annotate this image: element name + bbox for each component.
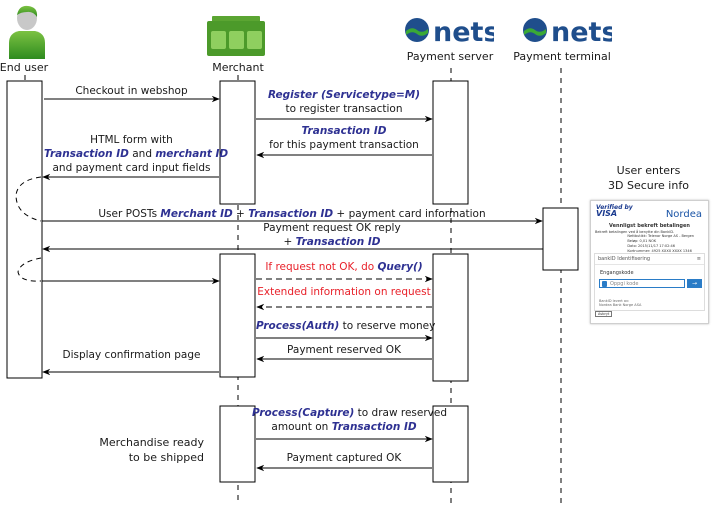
activation-end-user — [6, 80, 43, 379]
msg-html-form-kw1: Transaction ID — [44, 148, 129, 160]
bankid-logo: bankID — [598, 256, 616, 262]
msg-html-form-and: and — [128, 148, 156, 160]
payment-terminal-logo: nets — [522, 14, 618, 48]
msg-html-form-line3: and payment card input fields — [52, 162, 211, 174]
msg-query-kw: Query() — [377, 261, 423, 273]
visa-text: VISA — [596, 209, 618, 218]
bankid-footer: BankID levert av: Nordea Bank Norge ASA — [599, 299, 641, 307]
three-ds-screen: Verified by VISA Nordea Vennligst bekref… — [590, 200, 709, 324]
msg-checkout: Checkout in webshop — [75, 85, 188, 97]
arrow-right-icon: → — [691, 280, 698, 287]
note-merchandise-line2: to be shipped — [128, 451, 204, 464]
verified-by-visa-logo: Verified by VISA — [596, 204, 633, 218]
msg-capture-line2-kw: Transaction ID — [331, 421, 417, 433]
verified-by-text: Verified by — [596, 204, 633, 211]
nordea-logo: Nordea — [665, 209, 702, 220]
actor-label-payment-terminal: Payment terminal — [513, 50, 611, 63]
msg-register: Register (Servicetype=M) to register tra… — [256, 88, 432, 116]
msg-reserved-ok: Payment reserved OK — [287, 344, 401, 356]
nets-logo-icon: nets — [523, 17, 618, 48]
actor-label-merchant: Merchant — [212, 61, 264, 74]
actor-label-end-user: End user — [0, 61, 49, 74]
msg-txid: Transaction ID for this payment transact… — [256, 124, 432, 152]
note-3d-secure: User enters 3D Secure info — [590, 163, 707, 193]
three-ds-details: Nettbutikk: Telenor Norge AS - Bergen Be… — [627, 234, 694, 254]
msg-register-keyword: Register (Servicetype=M) — [267, 89, 421, 101]
note-merchandise: Merchandise ready to be shipped — [90, 435, 204, 465]
bankid-title: Identifisering — [617, 256, 651, 262]
msg-post-kw2: Transaction ID — [248, 208, 334, 220]
activation-server-3 — [432, 405, 469, 483]
svg-text:nets: nets — [551, 17, 612, 46]
submit-button[interactable]: → — [687, 279, 702, 288]
detail-row: Beløp: 0,01 NOK — [627, 239, 657, 243]
msg-capture-kw: Process(Capture) — [252, 407, 355, 419]
msg-html-form-kw2: merchant ID — [155, 148, 229, 160]
menu-icon[interactable]: ≡ — [696, 256, 701, 262]
msg-html-form-line1: HTML form with — [90, 134, 173, 146]
msg-capture-text: to draw reserved — [354, 407, 448, 419]
activation-terminal — [542, 207, 579, 271]
msg-txid-text: for this payment transaction — [269, 139, 419, 151]
msg-query-text: If request not OK, do — [265, 261, 378, 273]
lock-icon — [602, 281, 607, 287]
activation-server-1 — [432, 80, 469, 205]
note-merchandise-line1: Merchandise ready — [99, 436, 204, 449]
activation-merchant-2 — [219, 253, 256, 378]
msg-reply-plus: + — [283, 236, 296, 248]
msg-post: User POSTs Merchant ID + Transaction ID … — [42, 207, 542, 221]
three-ds-title: Vennligst bekreft betalingen — [609, 223, 690, 229]
detail-row: Kortnummer: 4925 XXXX XXXX 1346 — [627, 249, 692, 253]
msg-capture: Process(Capture) to draw reserved amount… — [252, 406, 447, 434]
code-label: Engangskode — [600, 270, 634, 276]
cancel-button[interactable]: Avbryt — [595, 311, 613, 317]
msg-display-confirmation: Display confirmation page — [62, 349, 201, 361]
msg-reply: Payment request OK reply + Transaction I… — [232, 221, 432, 249]
footer-line2: Nordea Bank Norge ASA — [599, 303, 642, 307]
merchant-actor — [206, 15, 266, 57]
bankid-panel: bankID Identifisering ≡ Engangskode Oppg… — [594, 253, 705, 311]
detail-row: Dato: 2015/11/17 17:02:46 — [627, 244, 676, 248]
end-user-actor — [5, 3, 45, 61]
msg-txid-keyword: Transaction ID — [301, 125, 387, 137]
person-icon — [9, 5, 45, 59]
actor-label-payment-server: Payment server — [406, 50, 494, 63]
msg-post-plus: + — [232, 208, 249, 220]
msg-html-form: HTML form with Transaction ID and mercha… — [44, 133, 228, 175]
msg-reply-line1: Payment request OK reply — [263, 222, 401, 234]
arrow-loop-2 — [17, 257, 42, 282]
store-icon — [207, 16, 265, 56]
msg-post-kw1: Merchant ID — [160, 208, 233, 220]
msg-captured-ok: Payment captured OK — [286, 452, 402, 464]
msg-auth: Process(Auth) to reserve money — [256, 319, 436, 333]
note-3d-secure-line1: User enters — [616, 164, 681, 177]
code-placeholder: Oppgi kode — [610, 281, 639, 287]
three-ds-subtitle: Bekreft betalingen ved å benytte din Ban… — [595, 230, 675, 234]
msg-query: If request not OK, do Query() — [256, 260, 432, 274]
footer-line1: BankID levert av: — [599, 299, 630, 303]
payment-server-logo: nets — [404, 14, 500, 48]
msg-extended: Extended information on request — [257, 286, 431, 298]
activation-merchant-1 — [219, 80, 256, 205]
msg-capture-line2: amount on — [271, 421, 332, 433]
activation-merchant-3 — [219, 405, 256, 483]
arrow-loop-1 — [15, 176, 42, 222]
activation-server-2 — [432, 253, 469, 382]
msg-post-prefix: User POSTs — [98, 208, 161, 220]
bankid-header: bankID Identifisering ≡ — [595, 254, 704, 265]
note-3d-secure-line2: 3D Secure info — [608, 179, 689, 192]
msg-post-suffix: + payment card information — [333, 208, 486, 220]
nets-logo-icon: nets — [405, 17, 500, 48]
msg-auth-kw: Process(Auth) — [256, 320, 340, 332]
msg-auth-text: to reserve money — [339, 320, 436, 332]
msg-register-text: to register transaction — [285, 103, 403, 115]
detail-row: Nettbutikk: Telenor Norge AS - Bergen — [627, 234, 694, 238]
msg-reply-kw: Transaction ID — [295, 236, 381, 248]
code-input[interactable]: Oppgi kode — [599, 279, 685, 288]
svg-text:nets: nets — [433, 17, 494, 46]
